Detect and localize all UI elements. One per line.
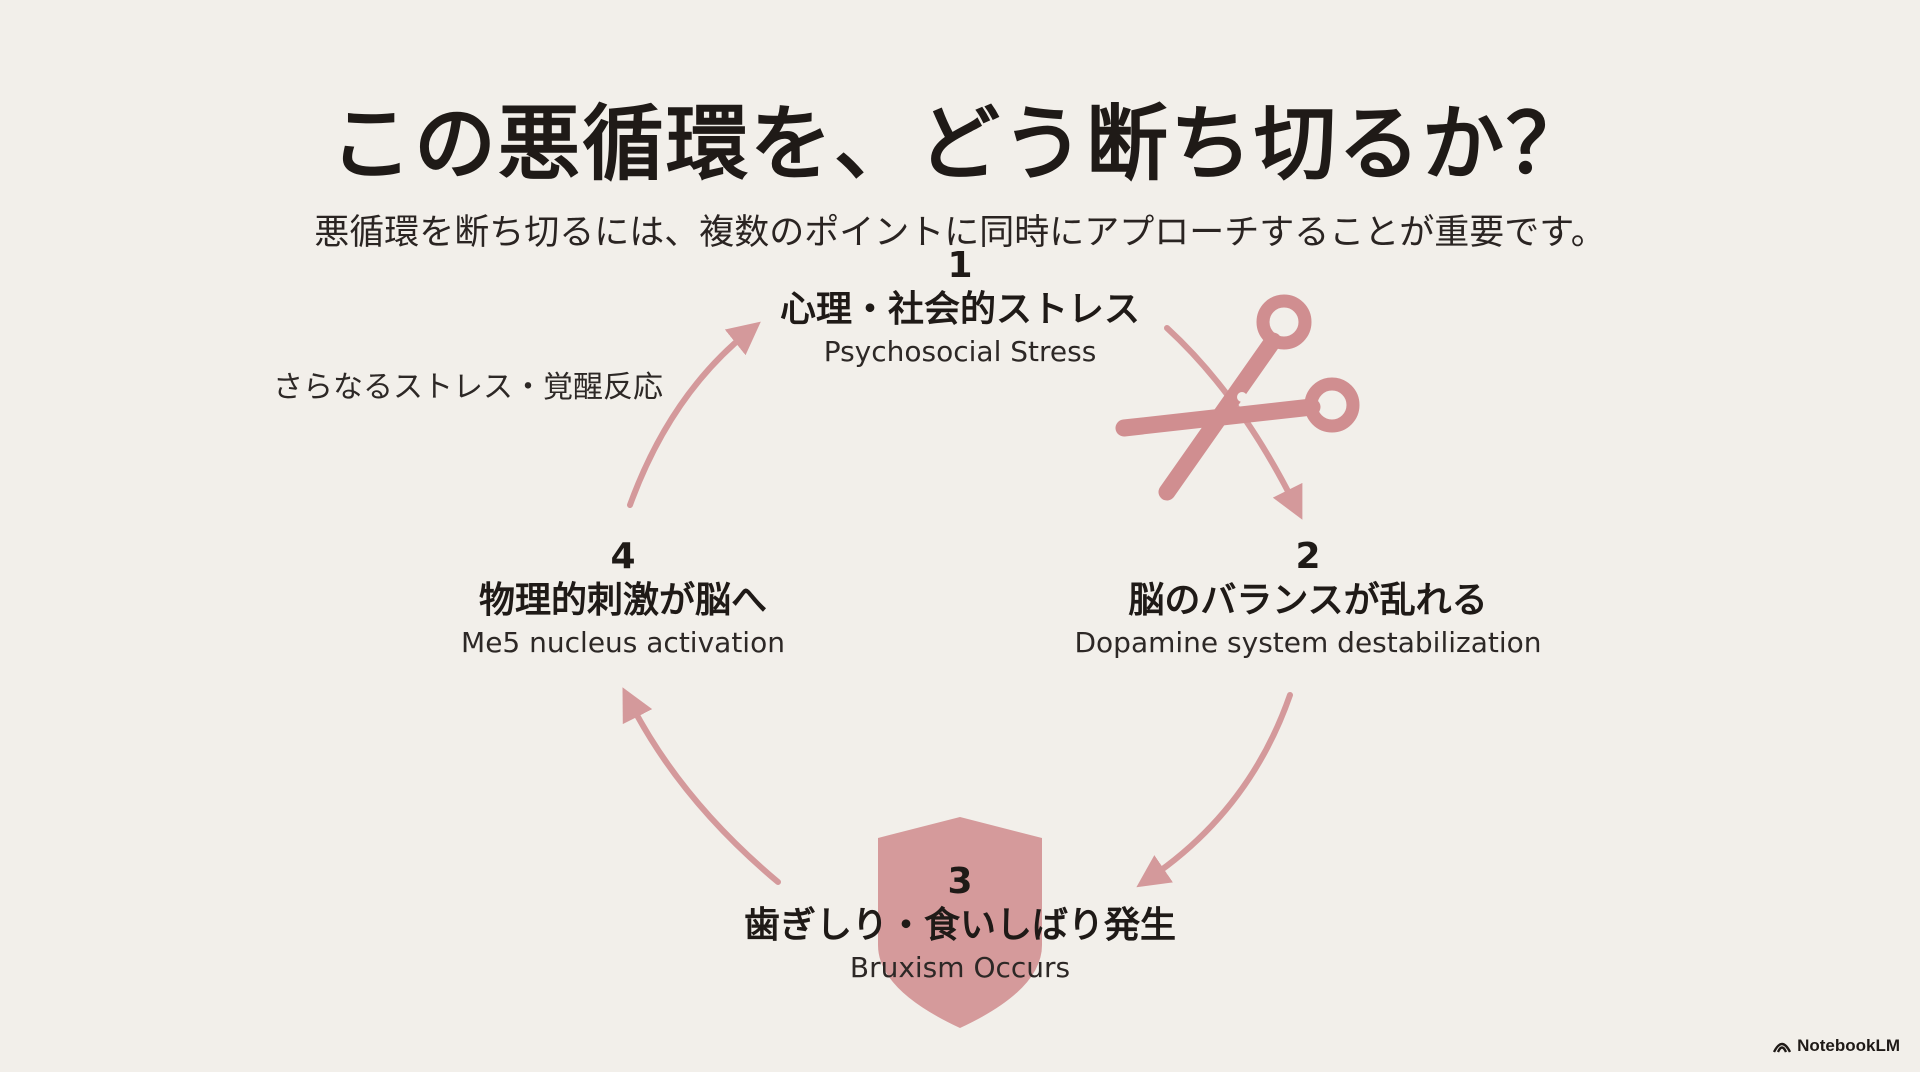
arrow-brain-to-bruxism [1136,692,1293,888]
page-subtitle: 悪循環を断ち切るには、複数のポイントに同時にアプローチすることが重要です。 [314,213,1606,253]
arrow-bruxism-to-stimulus [622,687,781,885]
brand-watermark: NotebookLM [1773,1036,1900,1056]
node-number: 3 [947,861,973,902]
notebooklm-logo-icon [1773,1039,1792,1053]
node-psychosocial-stress: 1 心理・社会的ストレス Psychosocial Stress [780,246,1140,369]
shield-icon [878,817,1042,1028]
feedback-annotation: さらなるストレス・覚醒反応 [273,370,663,405]
node-bruxism: 3 歯ぎしり・食いしばり発生 Bruxism Occurs [744,862,1176,985]
node-title-en: Bruxism Occurs [849,951,1071,985]
node-number: 2 [1295,536,1321,577]
node-number: 1 [947,245,973,286]
node-number: 4 [610,536,636,577]
node-title-ja: 物理的刺激が脳へ [478,579,767,621]
brand-name: NotebookLM [1797,1036,1900,1055]
node-brain-balance: 2 脳のバランスが乱れる Dopamine system destabiliza… [1074,537,1541,660]
node-title-en: Psychosocial Stress [823,335,1097,369]
arrow-stimulus-to-stress [627,321,761,508]
node-title-ja: 歯ぎしり・食いしばり発生 [743,904,1177,946]
node-physical-stimulus: 4 物理的刺激が脳へ Me5 nucleus activation [461,537,785,660]
node-title-ja: 心理・社会的ストレス [779,288,1141,330]
page-title: この悪循環を、どう断ち切るか？ [329,97,1590,192]
node-title-en: Dopamine system destabilization [1074,626,1542,660]
scissors-icon [1115,294,1360,501]
node-title-en: Me5 nucleus activation [461,626,785,660]
node-title-ja: 脳のバランスが乱れる [1128,579,1488,621]
